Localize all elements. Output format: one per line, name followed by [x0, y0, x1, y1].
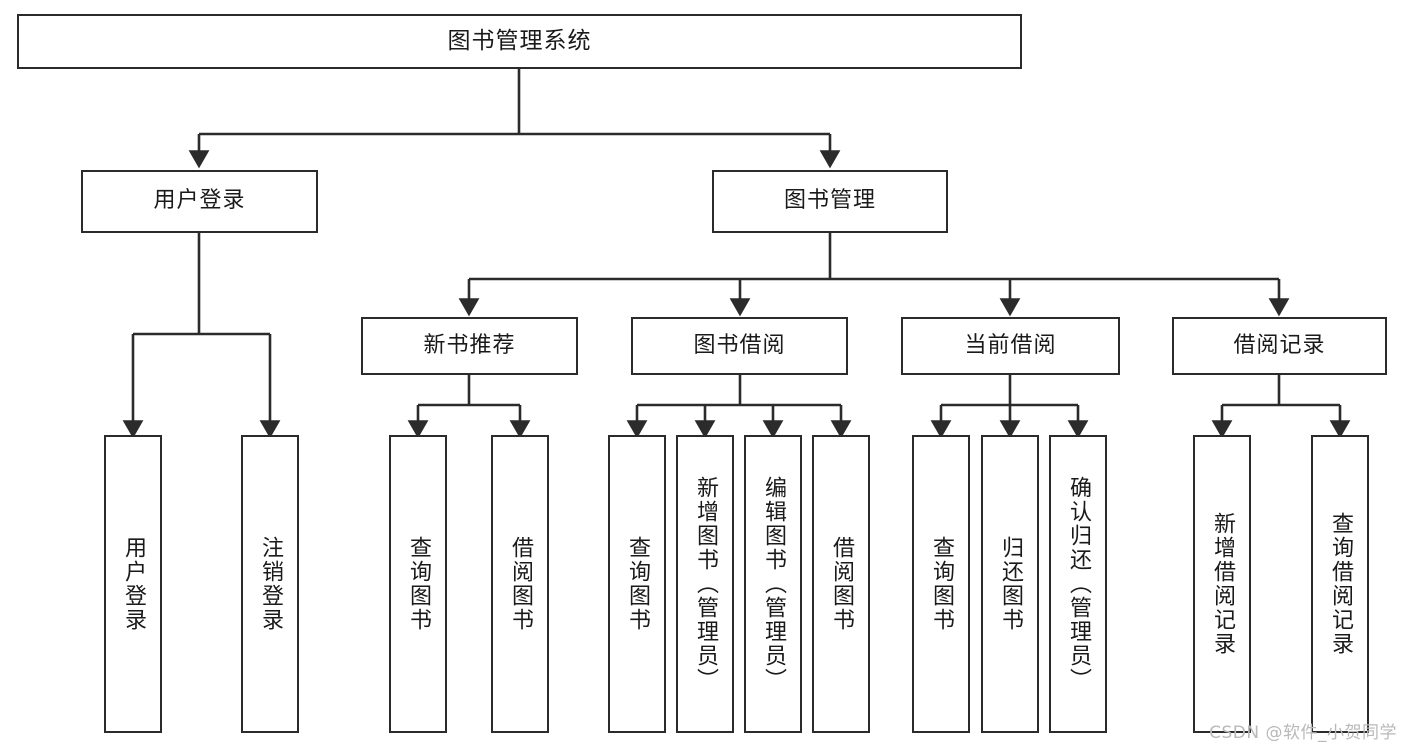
node-label: 借阅图书	[508, 536, 533, 632]
node-current-borrow[interactable]: 当前借阅	[901, 317, 1120, 375]
leaf-borrow-edit-book-admin[interactable]: 编辑图书（管理员）	[744, 435, 802, 733]
leaf-borrow-borrow-book[interactable]: 借阅图书	[812, 435, 870, 733]
node-root-library-management-system[interactable]: 图书管理系统	[17, 14, 1022, 69]
node-label: 查询图书	[406, 536, 431, 632]
node-label: 注销登录	[258, 536, 283, 632]
node-label: 确认归还（管理员）	[1066, 476, 1091, 692]
node-label: 用户登录	[121, 536, 146, 632]
leaf-recommend-borrow-book[interactable]: 借阅图书	[491, 435, 549, 733]
node-book-management[interactable]: 图书管理	[712, 170, 948, 233]
node-label: 新书推荐	[423, 332, 516, 358]
node-label: 查询借阅记录	[1328, 512, 1353, 656]
leaf-user-login-login[interactable]: 用户登录	[104, 435, 162, 733]
leaf-borrow-add-book-admin[interactable]: 新增图书（管理员）	[676, 435, 734, 733]
node-label: 借阅记录	[1233, 332, 1326, 358]
node-label: 归还图书	[998, 536, 1023, 632]
node-label: 借阅图书	[829, 536, 854, 632]
node-label: 查询图书	[929, 536, 954, 632]
node-label: 新增图书（管理员）	[693, 476, 718, 692]
node-new-book-recommend[interactable]: 新书推荐	[361, 317, 578, 375]
node-label: 图书管理系统	[447, 27, 592, 54]
node-label: 新增借阅记录	[1210, 512, 1235, 656]
node-label: 编辑图书（管理员）	[761, 476, 786, 692]
leaf-record-add-borrow-record[interactable]: 新增借阅记录	[1193, 435, 1251, 733]
node-label: 当前借阅	[964, 332, 1057, 358]
node-label: 用户登录	[153, 188, 246, 214]
node-label: 图书借阅	[693, 332, 786, 358]
leaf-current-confirm-return-admin[interactable]: 确认归还（管理员）	[1049, 435, 1107, 733]
node-label: 查询图书	[625, 536, 650, 632]
node-book-borrow[interactable]: 图书借阅	[631, 317, 848, 375]
node-borrow-record[interactable]: 借阅记录	[1172, 317, 1387, 375]
leaf-recommend-query-book[interactable]: 查询图书	[389, 435, 447, 733]
leaf-user-login-logout[interactable]: 注销登录	[241, 435, 299, 733]
node-user-login[interactable]: 用户登录	[81, 170, 318, 233]
leaf-current-return-book[interactable]: 归还图书	[981, 435, 1039, 733]
leaf-current-query-book[interactable]: 查询图书	[912, 435, 970, 733]
watermark: CSDN @软件_小贺同学	[1209, 723, 1397, 743]
node-label: 图书管理	[783, 188, 876, 214]
leaf-record-query-borrow-record[interactable]: 查询借阅记录	[1311, 435, 1369, 733]
leaf-borrow-query-book[interactable]: 查询图书	[608, 435, 666, 733]
